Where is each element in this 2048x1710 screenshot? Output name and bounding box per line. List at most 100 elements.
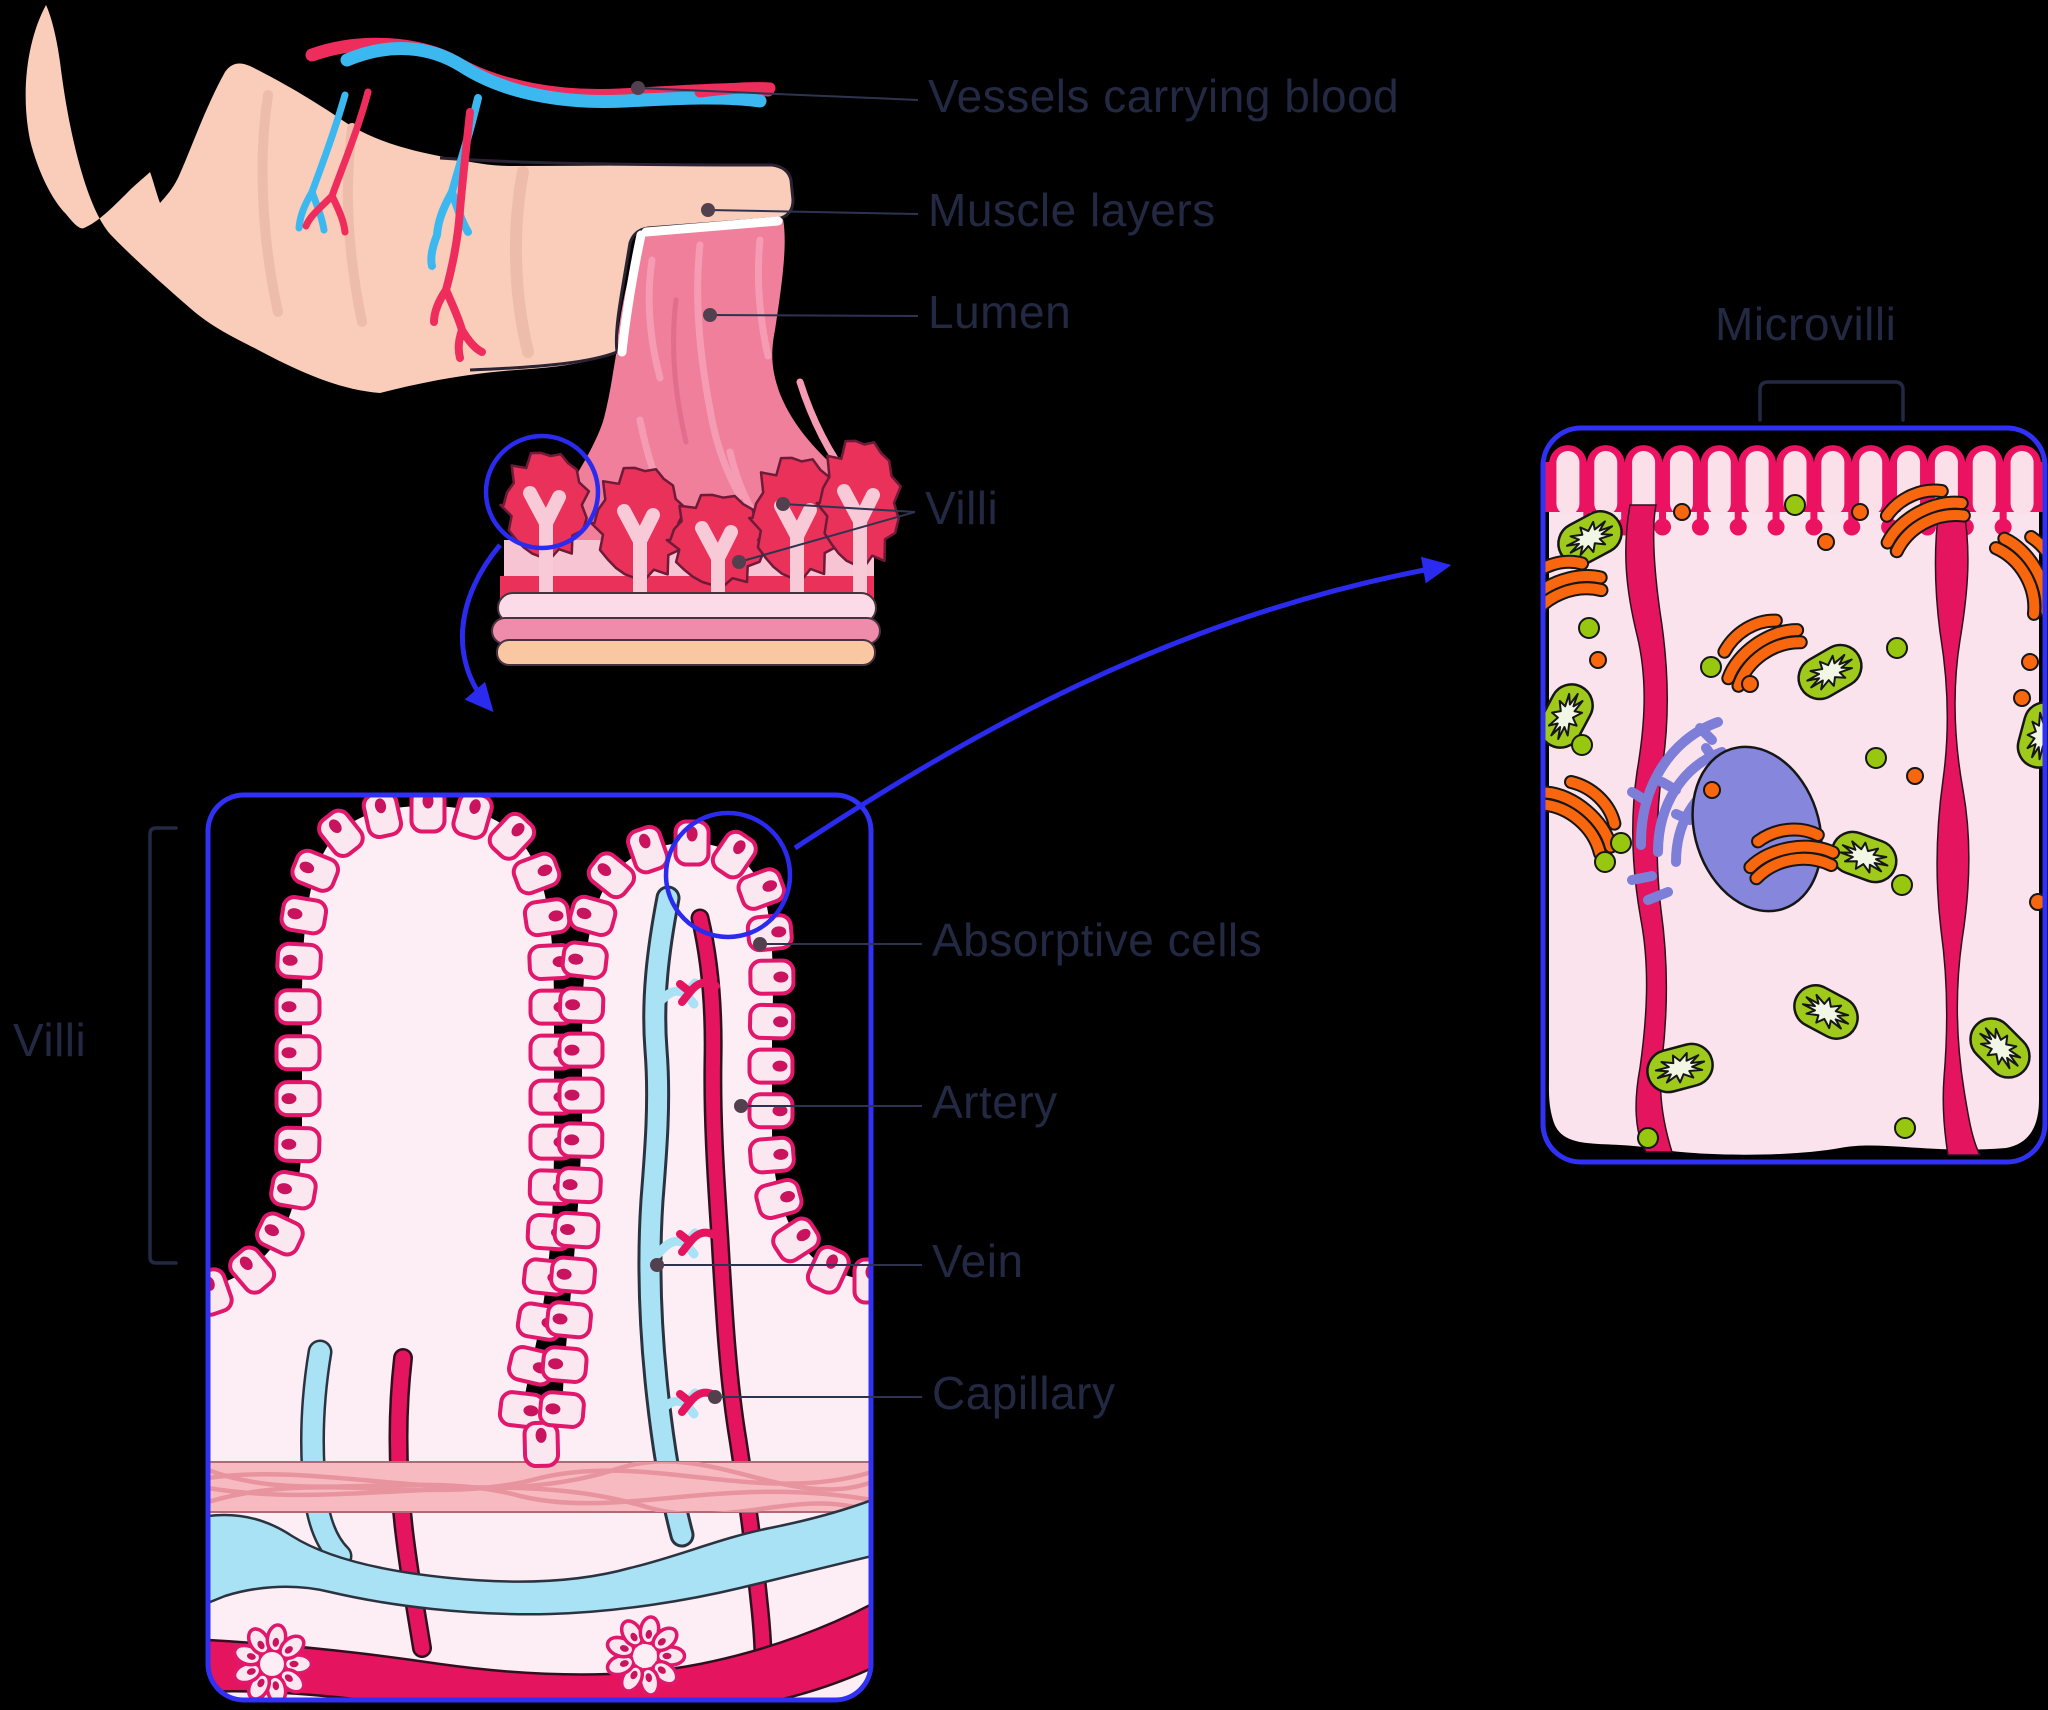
leader-dot <box>631 81 645 95</box>
smooth-er <box>1733 637 1806 691</box>
epithelial-cell-body <box>274 1080 322 1118</box>
mitochondrion-cristae <box>1565 520 1614 557</box>
mitochondrion-cristae <box>2026 709 2045 761</box>
leader-lines <box>631 81 922 1404</box>
epithelial-cell <box>557 986 606 1024</box>
leader-dot <box>650 1258 664 1272</box>
vein-main <box>340 42 767 108</box>
smooth-er <box>1882 497 1967 548</box>
capillary-artery-branch <box>676 1228 720 1256</box>
membrane-drip <box>1999 500 2007 522</box>
mitochondrion-icon <box>1797 643 1863 701</box>
epithelial-cell-body <box>274 1125 322 1164</box>
villi-panel: Villi <box>13 556 1452 1703</box>
cell-nucleus <box>619 1645 629 1652</box>
epithelial-cell <box>208 1267 234 1317</box>
epithelial-cell <box>451 795 494 840</box>
cell-nucleus <box>264 1224 279 1237</box>
mitochondrion-icon <box>1557 510 1623 566</box>
epithelial-cell <box>586 851 637 900</box>
villus-core <box>523 486 566 599</box>
cell-nucleus <box>630 1632 638 1642</box>
epithelial-cell-body <box>754 1177 804 1221</box>
cell-nucleus <box>272 1637 280 1647</box>
label-lumen: Lumen <box>928 286 1071 338</box>
epithelial-cell-body <box>208 1267 234 1317</box>
lumen-texture-dark <box>671 297 689 445</box>
villus-core <box>695 521 738 599</box>
epithelial-cell-body <box>279 895 329 936</box>
epithelial-cell <box>552 1210 601 1250</box>
smooth-er <box>1543 583 1607 624</box>
cell-nucleus <box>772 1060 788 1072</box>
microvillus <box>1632 451 1656 515</box>
membrane-drip <box>1994 518 2012 536</box>
membrane-drip <box>1696 500 1704 522</box>
epithelial-cell <box>274 1034 322 1072</box>
epithelial-cell <box>540 1345 589 1384</box>
epithelial-cell-body <box>451 795 494 840</box>
smooth-er <box>1543 556 1588 588</box>
microvillus <box>1821 451 1845 515</box>
microvilli-bracket <box>1758 380 1905 422</box>
label-absorptive-cells: Absorptive cells <box>932 914 1262 966</box>
cell-nucleus <box>564 1089 580 1101</box>
epithelial-cell-body <box>557 1031 605 1069</box>
villi-panel-border <box>205 792 874 1703</box>
epithelial-cell <box>409 795 447 834</box>
epithelial-cell <box>747 1047 795 1085</box>
epithelial-cell <box>852 1257 871 1305</box>
cell-nucleus <box>246 1668 256 1675</box>
smooth-er-strand <box>1879 483 1971 559</box>
cell-nucleus <box>645 1673 653 1683</box>
cell-nucleus <box>773 1016 789 1028</box>
epithelial-cell <box>487 811 537 861</box>
epithelial-cell <box>274 1080 322 1118</box>
villus-vessels <box>637 885 773 1668</box>
microvillus <box>2010 451 2034 515</box>
smooth-er <box>1881 485 1947 521</box>
lysosome-dot <box>1700 656 1722 678</box>
membrane-drip <box>1583 500 1591 522</box>
microvillus <box>1556 451 1580 515</box>
smooth-er <box>1543 787 1616 852</box>
cell-nucleus <box>619 1660 629 1667</box>
epithelial-cell <box>317 808 365 858</box>
cell-nucleus <box>773 971 789 983</box>
leader-dot <box>776 497 790 511</box>
epithelial-cell-body <box>409 795 447 834</box>
epithelial-cell-body <box>852 1257 871 1305</box>
cell-nucleus <box>576 907 592 920</box>
epithelial-cell-body <box>511 851 562 896</box>
cell-panel: Microvilli <box>1540 298 2048 1165</box>
intestine-crease <box>509 166 534 358</box>
mitochondrion-cristae <box>1839 840 1889 874</box>
epithelial-cell <box>522 897 572 938</box>
lysosome-dot <box>1594 851 1616 873</box>
epithelial-cell-body <box>557 986 606 1024</box>
secretory-vesicle-dot <box>2029 893 2045 911</box>
microvillus <box>1594 451 1618 515</box>
serosa-layer <box>496 639 876 666</box>
membrane-drip <box>1734 500 1742 522</box>
secretory-vesicle-dot <box>1817 533 1835 551</box>
mitochondrion-icon <box>1830 830 1898 884</box>
epithelial-cell-body <box>552 1210 601 1250</box>
membrane-drip <box>1805 518 1823 536</box>
label-villi: Villi <box>925 482 998 534</box>
cell-nucleus <box>287 908 303 920</box>
cell-nucleus <box>645 1629 653 1639</box>
vessel-cross-section <box>232 1623 314 1700</box>
epithelial-cell-body <box>275 941 323 980</box>
membrane-drip <box>1772 500 1780 522</box>
epithelial-cell <box>511 851 562 896</box>
label-vein: Vein <box>932 1235 1024 1287</box>
cell-nucleus <box>328 819 342 834</box>
cell-nucleus <box>281 1001 297 1013</box>
cell-nucleus <box>564 1134 580 1146</box>
villus-core <box>617 504 660 599</box>
epithelial-cell-body <box>545 1300 593 1340</box>
cell-nucleus <box>796 1228 811 1242</box>
epithelial-cell <box>275 941 323 980</box>
secretory-vesicle-dot <box>1906 767 1924 785</box>
